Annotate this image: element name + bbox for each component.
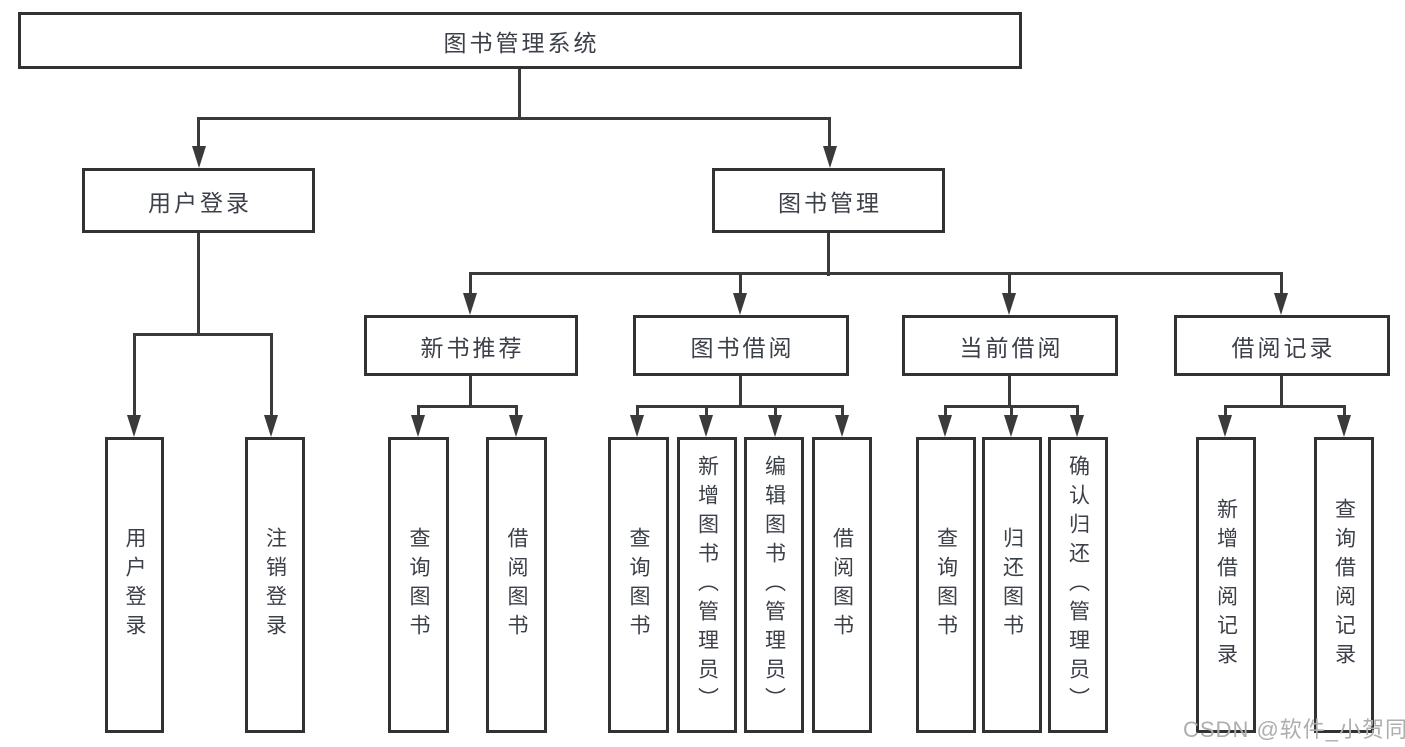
leaf-label: 查询借阅记录 [1332,498,1356,672]
connector-drop-leaf-logout [270,333,273,417]
node-current-borrowing: 当前借阅 [902,315,1118,376]
connector-root-bus [197,117,831,120]
node-label: 借阅记录 [1231,334,1336,361]
connector-rec-bus [417,405,518,408]
connector-drop [841,405,844,417]
node-label: 图书借阅 [690,334,795,361]
arrowhead-down-icon [1070,415,1084,437]
connector-drop [1010,405,1013,417]
node-user-login: 用户登录 [82,168,315,233]
node-borrowing-records: 借阅记录 [1174,315,1390,376]
connector-drop [774,405,777,417]
leaf-label: 注销登录 [263,527,287,643]
leaf-add-borrow-record: 新增借阅记录 [1196,437,1256,733]
node-book-borrowing: 图书借阅 [633,315,849,376]
arrowhead-down-icon [463,293,477,315]
node-label: 图书管理 [778,189,882,216]
leaf-query-books-recommend: 查询图书 [388,437,449,733]
connector-record-stem [1280,376,1283,408]
leaf-edit-books-admin: 编辑图书（管理员） [744,437,804,733]
connector-drop-leaf-user-login [133,333,136,417]
leaf-label: 查询图书 [627,527,651,643]
leaf-borrow-books-borrowing: 借阅图书 [812,437,872,733]
node-book-management: 图书管理 [712,168,945,233]
leaf-label: 新增借阅记录 [1214,498,1238,672]
connector-root-stem [518,68,521,120]
leaf-query-books-borrowing: 查询图书 [608,437,669,733]
leaf-add-books-admin: 新增图书（管理员） [677,437,737,733]
arrowhead-down-icon [630,415,644,437]
arrowhead-down-icon [1218,415,1232,437]
connector-user-bus [133,333,273,336]
leaf-label: 确认归还（管理员） [1066,454,1090,716]
node-label: 当前借阅 [959,334,1064,361]
arrowhead-down-icon [509,415,523,437]
node-root: 图书管理系统 [18,12,1022,69]
arrowhead-down-icon [264,415,278,437]
leaf-label: 编辑图书（管理员） [762,454,786,716]
connector-drop [515,405,518,417]
arrowhead-down-icon [768,415,782,437]
arrowhead-down-icon [1004,415,1018,437]
node-label: 新书推荐 [420,334,525,361]
connector-drop [417,405,420,417]
arrowhead-down-icon [938,415,952,437]
connector-drop [636,405,639,417]
connector-drop-book-management [828,117,831,149]
arrowhead-down-icon [411,415,425,437]
leaf-label: 查询图书 [934,527,958,643]
connector-borrow-stem [739,376,742,408]
leaf-borrow-books-recommend: 借阅图书 [486,437,547,733]
leaf-label: 借阅图书 [830,527,854,643]
leaf-label: 新增图书（管理员） [695,454,719,716]
connector-drop-book-borrow [739,272,742,296]
arrowhead-down-icon [127,415,141,437]
arrowhead-down-icon [733,293,747,315]
node-root-label: 图书管理系统 [443,29,600,56]
node-label: 用户登录 [148,189,252,216]
arrowhead-down-icon [192,146,206,168]
arrowhead-down-icon [1002,293,1016,315]
leaf-label: 查询图书 [407,527,431,643]
arrowhead-down-icon [823,146,837,168]
connector-drop-current-borrow [1008,272,1011,296]
connector-drop-user-login [197,117,200,149]
leaf-label: 归还图书 [1000,527,1024,643]
leaf-label: 用户登录 [123,527,147,643]
connector-user-stem [197,233,200,336]
connector-record-bus [1224,405,1345,408]
leaf-logout: 注销登录 [245,437,305,733]
connector-drop-new-book [469,272,472,296]
arrowhead-down-icon [1337,415,1351,437]
connector-drop-borrow-records [1280,272,1283,296]
connector-borrow-bus [636,405,843,408]
connector-current-stem [1008,376,1011,408]
watermark: CSDN @软件_小贺同学 [1183,717,1405,742]
connector-mgmt-stem [827,233,830,276]
arrowhead-down-icon [699,415,713,437]
leaf-query-borrow-record: 查询借阅记录 [1314,437,1374,733]
leaf-query-books-current: 查询图书 [916,437,976,733]
leaf-confirm-return-admin: 确认归还（管理员） [1048,437,1108,733]
connector-rec-stem [469,376,472,408]
leaf-user-login: 用户登录 [105,437,164,733]
leaf-label: 借阅图书 [505,527,529,643]
connector-drop [1343,405,1346,417]
connector-drop [1076,405,1079,417]
arrowhead-down-icon [1274,293,1288,315]
arrowhead-down-icon [835,415,849,437]
connector-drop [1224,405,1227,417]
leaf-return-books: 归还图书 [982,437,1042,733]
node-new-book-recommend: 新书推荐 [364,315,578,376]
connector-drop [705,405,708,417]
connector-mgmt-bus [469,272,1282,275]
connector-drop [944,405,947,417]
